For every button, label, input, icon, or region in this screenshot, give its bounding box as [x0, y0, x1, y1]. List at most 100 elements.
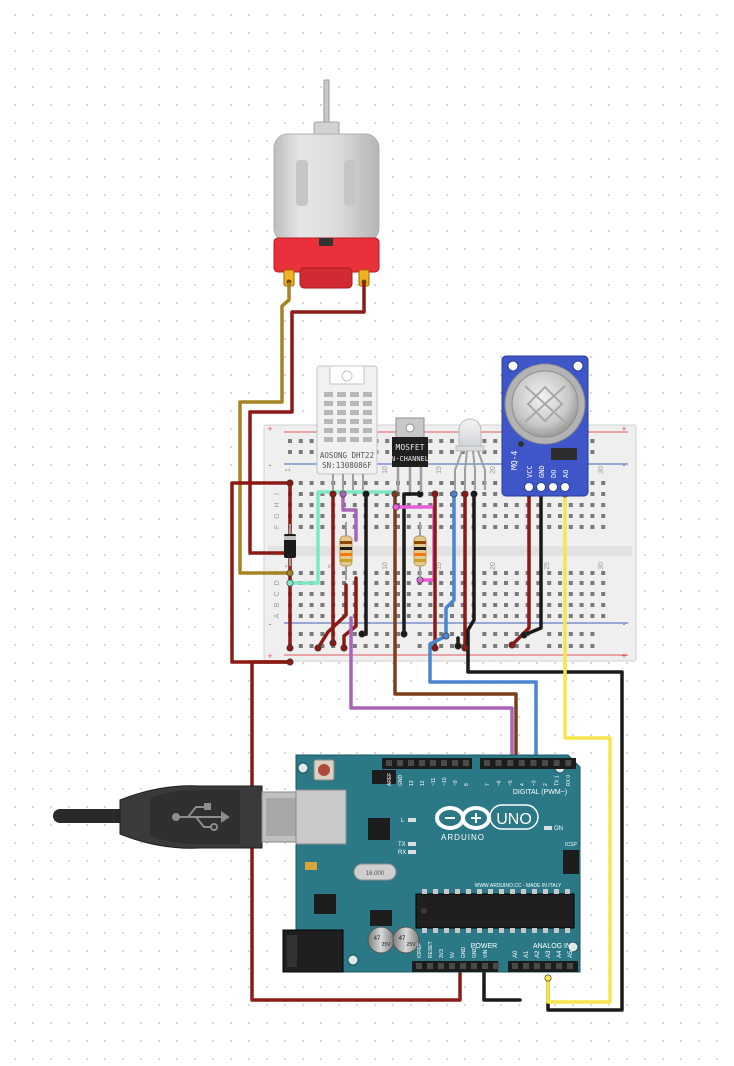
header-pin[interactable] [460, 963, 466, 969]
breadboard-hole[interactable] [590, 592, 595, 596]
breadboard-hole[interactable] [514, 581, 519, 585]
breadboard-hole[interactable] [417, 592, 422, 596]
rail-hole[interactable] [450, 450, 454, 454]
breadboard-hole[interactable] [428, 603, 433, 607]
rail-hole[interactable] [450, 632, 454, 636]
breadboard-hole[interactable] [428, 571, 433, 575]
rail-hole[interactable] [288, 450, 292, 454]
wire-blue-led[interactable] [428, 492, 538, 762]
header-pin[interactable] [542, 760, 548, 766]
breadboard-hole[interactable] [568, 614, 573, 618]
breadboard-hole[interactable] [601, 614, 606, 618]
breadboard-hole[interactable] [482, 603, 487, 607]
breadboard-hole[interactable] [536, 571, 541, 575]
breadboard-hole[interactable] [428, 581, 433, 585]
header-pin[interactable] [427, 963, 433, 969]
rail-hole[interactable] [417, 632, 422, 636]
breadboard-hole[interactable] [320, 581, 325, 585]
breadboard-hole[interactable] [406, 514, 411, 518]
rail-hole[interactable] [590, 644, 595, 648]
breadboard-hole[interactable] [385, 503, 390, 507]
breadboard-hole[interactable] [482, 581, 487, 585]
rail-hole[interactable] [428, 632, 433, 636]
breadboard-hole[interactable] [320, 492, 325, 496]
breadboard-hole[interactable] [460, 614, 465, 618]
header-pin[interactable] [565, 760, 572, 766]
breadboard-hole[interactable] [417, 514, 422, 518]
breadboard-hole[interactable] [298, 525, 303, 529]
resistor-2[interactable] [413, 522, 427, 580]
breadboard-hole[interactable] [471, 481, 476, 485]
breadboard-hole[interactable] [558, 525, 562, 529]
breadboard-hole[interactable] [493, 581, 498, 585]
header-pin[interactable] [482, 963, 488, 969]
rail-hole[interactable] [439, 644, 444, 648]
rail-hole[interactable] [309, 450, 314, 454]
breadboard-hole[interactable] [460, 592, 465, 596]
breadboard-hole[interactable] [439, 581, 444, 585]
breadboard-hole[interactable] [590, 603, 595, 607]
breadboard-hole[interactable] [396, 581, 400, 585]
breadboard-hole[interactable] [558, 514, 562, 518]
breadboard-hole[interactable] [450, 514, 454, 518]
breadboard-hole[interactable] [558, 614, 562, 618]
rail-hole[interactable] [493, 632, 498, 636]
breadboard-hole[interactable] [309, 592, 314, 596]
header-pin[interactable] [386, 760, 392, 766]
breadboard-hole[interactable] [385, 481, 390, 485]
breadboard-hole[interactable] [406, 592, 411, 596]
mosfet[interactable]: MOSFET N-CHANNEL [391, 417, 429, 492]
header-pin[interactable] [556, 963, 562, 969]
wire-mint[interactable] [288, 490, 397, 585]
breadboard-hole[interactable] [493, 614, 498, 618]
resistor-1[interactable] [339, 522, 353, 580]
header-pin[interactable] [449, 963, 455, 969]
header-pin[interactable] [463, 760, 469, 766]
wire-black-gnd-board[interactable] [482, 964, 522, 1002]
breadboard-hole[interactable] [342, 525, 346, 529]
breadboard-hole[interactable] [298, 503, 303, 507]
rail-hole[interactable] [493, 450, 498, 454]
breadboard-hole[interactable] [439, 525, 444, 529]
wire-red-mq4-vcc[interactable] [510, 492, 531, 647]
breadboard-hole[interactable] [514, 571, 519, 575]
breadboard-hole[interactable] [342, 571, 346, 575]
rail-hole[interactable] [568, 644, 573, 648]
breadboard-hole[interactable] [493, 525, 498, 529]
rail-hole[interactable] [439, 632, 444, 636]
breadboard-hole[interactable] [439, 614, 444, 618]
breadboard-hole[interactable] [558, 592, 562, 596]
breadboard-hole[interactable] [374, 503, 379, 507]
breadboard-hole[interactable] [547, 571, 552, 575]
breadboard-hole[interactable] [504, 571, 508, 575]
rail-hole[interactable] [385, 450, 390, 454]
breadboard-hole[interactable] [406, 614, 411, 618]
breadboard-hole[interactable] [342, 603, 346, 607]
breadboard-hole[interactable] [374, 481, 379, 485]
breadboard-hole[interactable] [601, 571, 606, 575]
breadboard-hole[interactable] [493, 603, 498, 607]
header-pin[interactable] [518, 760, 525, 766]
breadboard-hole[interactable] [450, 581, 454, 585]
breadboard-hole[interactable] [601, 592, 606, 596]
breadboard-hole[interactable] [536, 592, 541, 596]
breadboard-hole[interactable] [298, 492, 303, 496]
breadboard-hole[interactable] [460, 525, 465, 529]
breadboard-hole[interactable] [460, 481, 465, 485]
rail-hole[interactable] [493, 439, 498, 443]
breadboard-hole[interactable] [504, 514, 508, 518]
breadboard-hole[interactable] [374, 514, 379, 518]
breadboard-hole[interactable] [601, 492, 606, 496]
breadboard-hole[interactable] [482, 492, 487, 496]
breadboard-hole[interactable] [493, 503, 498, 507]
rail-hole[interactable] [439, 439, 444, 443]
header-pin[interactable] [553, 760, 560, 766]
rail-hole[interactable] [320, 632, 325, 636]
rail-hole[interactable] [525, 644, 530, 648]
breadboard-hole[interactable] [309, 514, 314, 518]
breadboard-hole[interactable] [579, 503, 584, 507]
breadboard-hole[interactable] [396, 603, 400, 607]
breadboard-hole[interactable] [590, 492, 595, 496]
rail-hole[interactable] [428, 450, 433, 454]
breadboard-hole[interactable] [536, 581, 541, 585]
